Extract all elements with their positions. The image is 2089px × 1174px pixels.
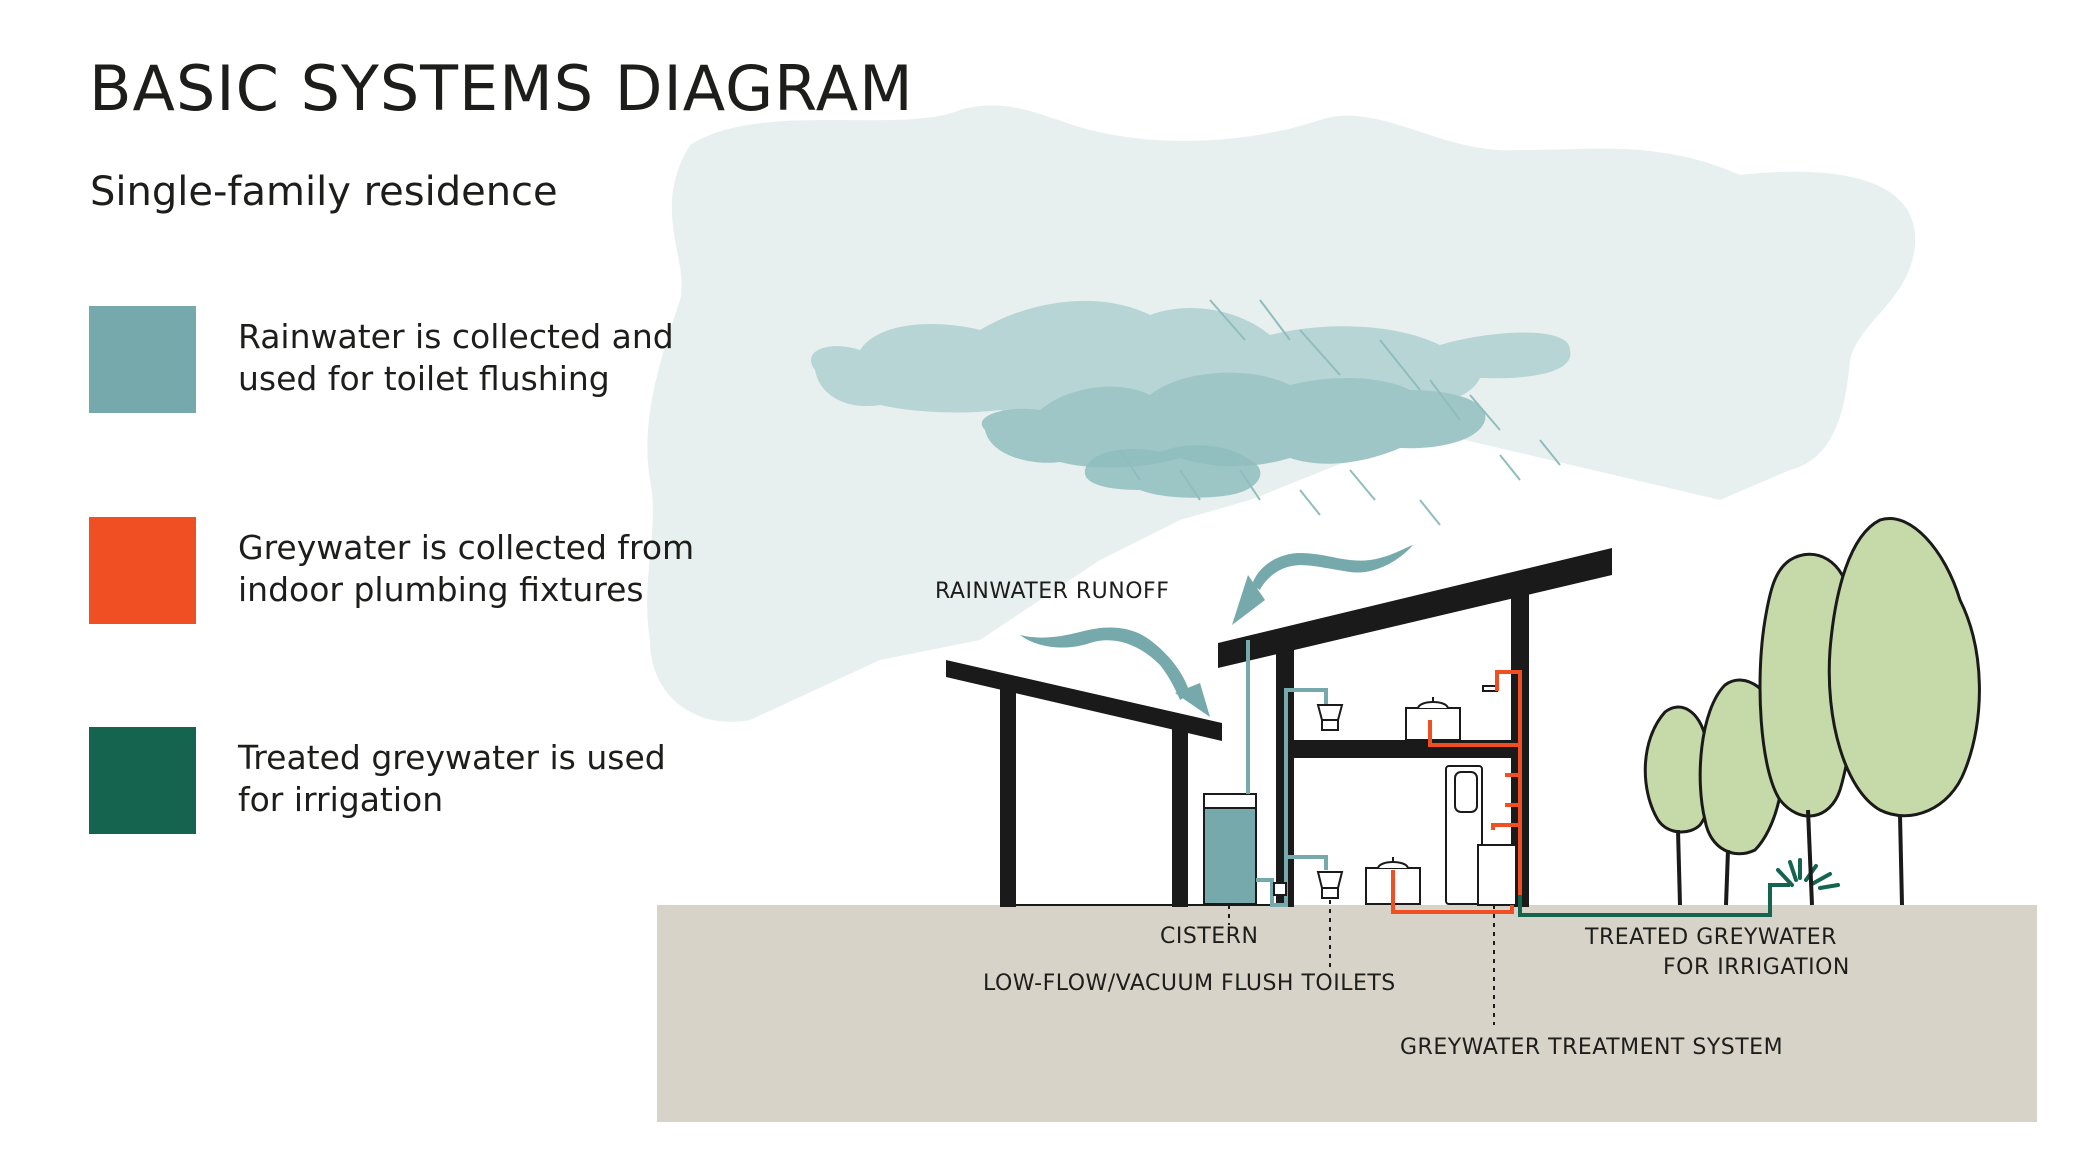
rainwater-swatch (89, 306, 196, 413)
fixtures (1316, 685, 1517, 906)
ground (657, 905, 2037, 1122)
pump-box (1273, 882, 1287, 896)
legend-item-treated: Treated greywater is used for irrigation (89, 727, 769, 837)
legend-line: Rainwater is collected and (238, 317, 674, 356)
leader-lines (1228, 900, 1495, 1025)
treated-label-line2: FOR IRRIGATION (1663, 955, 1850, 980)
legend-text: Treated greywater is used for irrigation (238, 737, 768, 821)
rainwater-pipes (1256, 688, 1328, 907)
legend-item-greywater: Greywater is collected from indoor plumb… (89, 517, 769, 627)
treated-pipe (1518, 883, 1790, 917)
treated-label-line1: TREATED GREYWATER (1584, 925, 1837, 950)
runoff-arrow-left (1020, 627, 1210, 717)
legend-line: for irrigation (238, 780, 444, 819)
legend-text: Greywater is collected from indoor plumb… (238, 527, 768, 611)
greywater-pipes (1391, 670, 1522, 914)
sprinkler (1776, 858, 1840, 890)
page-title: BASIC SYSTEMS DIAGRAM (89, 52, 914, 125)
runoff-arrow-right (1232, 545, 1413, 625)
cistern (1203, 640, 1257, 905)
rainwater-runoff-label: RAINWATER RUNOFF (935, 579, 1169, 604)
trees (1643, 517, 1981, 906)
rain-streaks (1119, 299, 1561, 526)
treated-swatch (89, 727, 196, 834)
legend-line: used for toilet flushing (238, 359, 610, 398)
legend-line: Greywater is collected from (238, 528, 695, 567)
rain-cloud (811, 300, 1571, 498)
treatment-system-label: GREYWATER TREATMENT SYSTEM (1400, 1035, 1783, 1060)
legend-line: indoor plumbing fixtures (238, 570, 644, 609)
toilets-label: LOW-FLOW/VACUUM FLUSH TOILETS (983, 971, 1396, 996)
legend-item-rainwater: Rainwater is collected and used for toil… (89, 306, 769, 416)
cistern-label: CISTERN (1160, 924, 1258, 949)
greywater-swatch (89, 517, 196, 624)
page-subtitle: Single-family residence (90, 169, 558, 215)
legend-line: Treated greywater is used (238, 738, 666, 777)
legend-text: Rainwater is collected and used for toil… (238, 316, 768, 400)
